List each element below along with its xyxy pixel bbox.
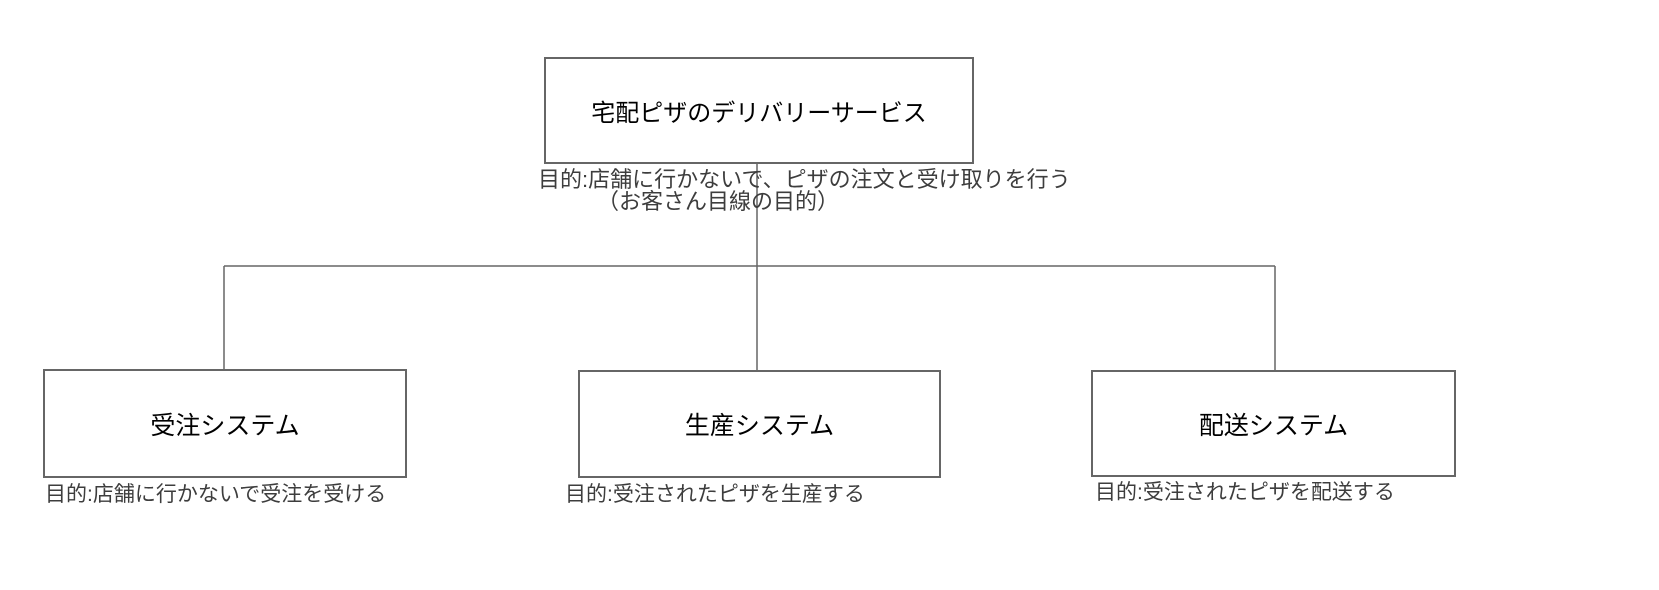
node-production-system: 生産システム [578,370,941,478]
node-shipping-system: 配送システム [1091,370,1456,477]
caption-order-system: 目的:店舗に行かないで受注を受ける [45,483,387,506]
node-production-system-label: 生産システム [684,412,835,440]
caption-delivery-service-line1: 目的:店舗に行かないで、ピザの注文と受け取りを行う [538,167,1071,192]
caption-shipping-system: 目的:受注されたピザを配送する [1095,481,1395,504]
node-delivery-service-label: 宅配ピザのデリバリーサービス [591,100,927,127]
node-order-system-label: 受注システム [150,411,300,440]
caption-delivery-service-line2: （お客さん目線の目的） [597,189,840,214]
caption-production-system: 目的:受注されたピザを生産する [565,483,865,506]
node-shipping-system-label: 配送システム [1198,411,1349,440]
node-delivery-service: 宅配ピザのデリバリーサービス [544,57,974,164]
caption-delivery-service: 目的:店舗に行かないで、ピザの注文と受け取りを行う （お客さん目線の目的） [538,169,1071,213]
node-order-system: 受注システム [43,369,407,478]
